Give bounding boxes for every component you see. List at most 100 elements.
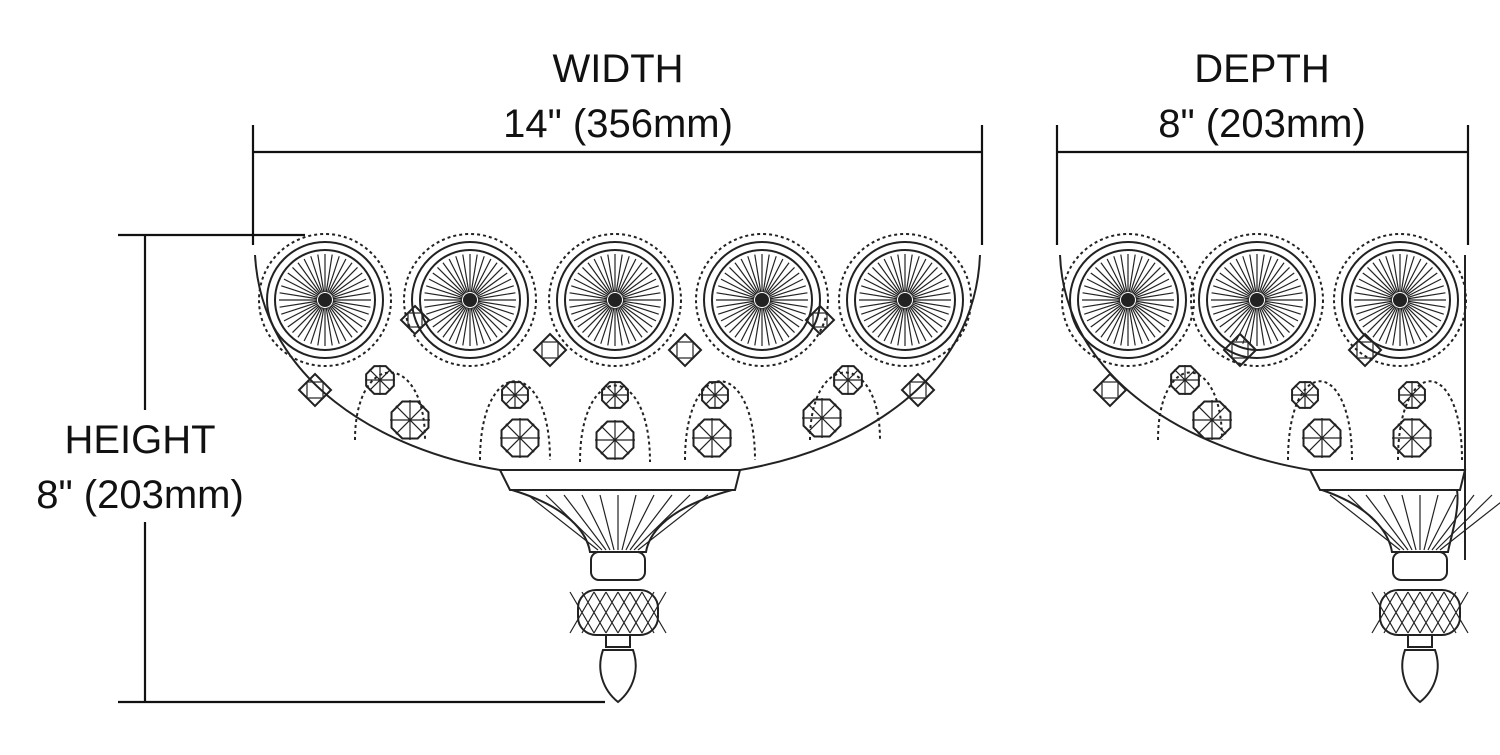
rosette-center [898,293,912,307]
crystal-octagon [595,420,635,460]
rosette-center [608,293,622,307]
rosette-inner-ring [419,249,521,351]
rosette-outer-ring [1069,241,1187,359]
rosette [1190,233,1324,367]
crystal-square [812,312,828,328]
finial-acorn [599,649,637,704]
height-dimension: HEIGHT 8" (203mm) [36,233,605,704]
rosette-outer-ring [1341,241,1459,359]
crystal-octagon [1192,400,1232,440]
rosette-beaded-ring [258,233,392,367]
stem-flare [1321,489,1459,553]
crystal-octagon [390,400,430,440]
rosette-beaded-ring [695,233,829,367]
rosette-center [1121,293,1135,307]
crystal-facets [833,365,863,395]
rosette [403,233,537,367]
crystal-facets [595,420,635,460]
crystal-facets [500,418,540,458]
depth-value: 8" (203mm) [1158,102,1366,146]
crystal-octagon [501,381,529,409]
crystal-diamond [900,372,936,408]
rosette-spokes [1354,254,1446,346]
crystal-square [306,381,324,399]
crystal-square [909,381,927,399]
knob-facets [569,591,667,634]
beaded-loop [1287,380,1353,461]
crystal-diamond [297,372,333,408]
crystal-octagon [1291,381,1319,409]
rosette-beaded-ring [403,233,537,367]
beaded-loop [684,380,756,461]
rosette-inner-ring [1077,249,1179,351]
crystal-octagon [601,381,629,409]
crystal-octagon [1170,365,1200,395]
finial-neck [605,634,631,648]
rosette-spokes [1082,254,1174,346]
rosette [258,233,392,367]
crystal-diamond [399,304,431,336]
stem-collar [1308,469,1467,491]
rosette-inner-ring [854,249,956,351]
stem-collar [498,469,742,491]
crystal-diamond [1092,372,1128,408]
crystal-octagon [802,398,842,438]
crystal-octagon [500,418,540,458]
rosette-outer-ring [1198,241,1316,359]
height-value: 8" (203mm) [36,473,244,517]
stem-ribs [527,494,709,551]
rosette [548,233,682,367]
crystal-facets [1192,400,1232,440]
rosette-outer-ring [266,241,384,359]
stem-ring [1392,551,1448,581]
crystal-octagon [692,418,732,458]
crystal-facets [1392,418,1432,458]
crystal-square [676,341,694,359]
crystal-octagon [1302,418,1342,458]
beaded-loop [1157,371,1223,441]
rosette-outer-ring [846,241,964,359]
crystal-square [541,341,559,359]
crystal-octagon [1392,418,1432,458]
rosette-center [1250,293,1264,307]
width-value: 14" (356mm) [503,102,733,146]
width-dimension: WIDTH 14" (356mm) [251,47,984,245]
crystal-square [1231,341,1249,359]
rosette-spokes [1211,254,1303,346]
crystal-octagon [701,381,729,409]
rosette-outer-ring [703,241,821,359]
crystal-facets [802,398,842,438]
crystal-square [407,312,423,328]
depth-dimension: DEPTH 8" (203mm) [1055,47,1470,245]
crystal-octagon [1398,381,1426,409]
height-title: HEIGHT [64,418,215,462]
crystal-facets [1302,418,1342,458]
rosette [1061,233,1195,367]
depth-title: DEPTH [1194,47,1330,91]
crystal-facets [701,381,729,409]
crystal-facets [365,365,395,395]
width-title: WIDTH [552,47,683,91]
knob-facets [1371,591,1469,634]
rosette-beaded-ring [838,233,972,367]
rosette-spokes [716,254,808,346]
crystal-facets [1291,381,1319,409]
crystal-facets [692,418,732,458]
rosette-spokes [424,254,516,346]
crystal-diamond [1222,332,1258,368]
rosette [838,233,972,367]
rosette-beaded-ring [548,233,682,367]
crystal-diamond [532,332,568,368]
front-view-sconce [254,233,981,704]
rosette [1333,233,1467,367]
crystal-square [1101,381,1119,399]
finial-acorn [1401,649,1439,704]
finial-neck [1407,634,1433,648]
rosette-center [318,293,332,307]
rosette-center [755,293,769,307]
beaded-loop [479,380,551,461]
rosette [695,233,829,367]
stem-flare [511,489,733,553]
rosette-outer-ring [411,241,529,359]
crystal-diamond [804,304,836,336]
